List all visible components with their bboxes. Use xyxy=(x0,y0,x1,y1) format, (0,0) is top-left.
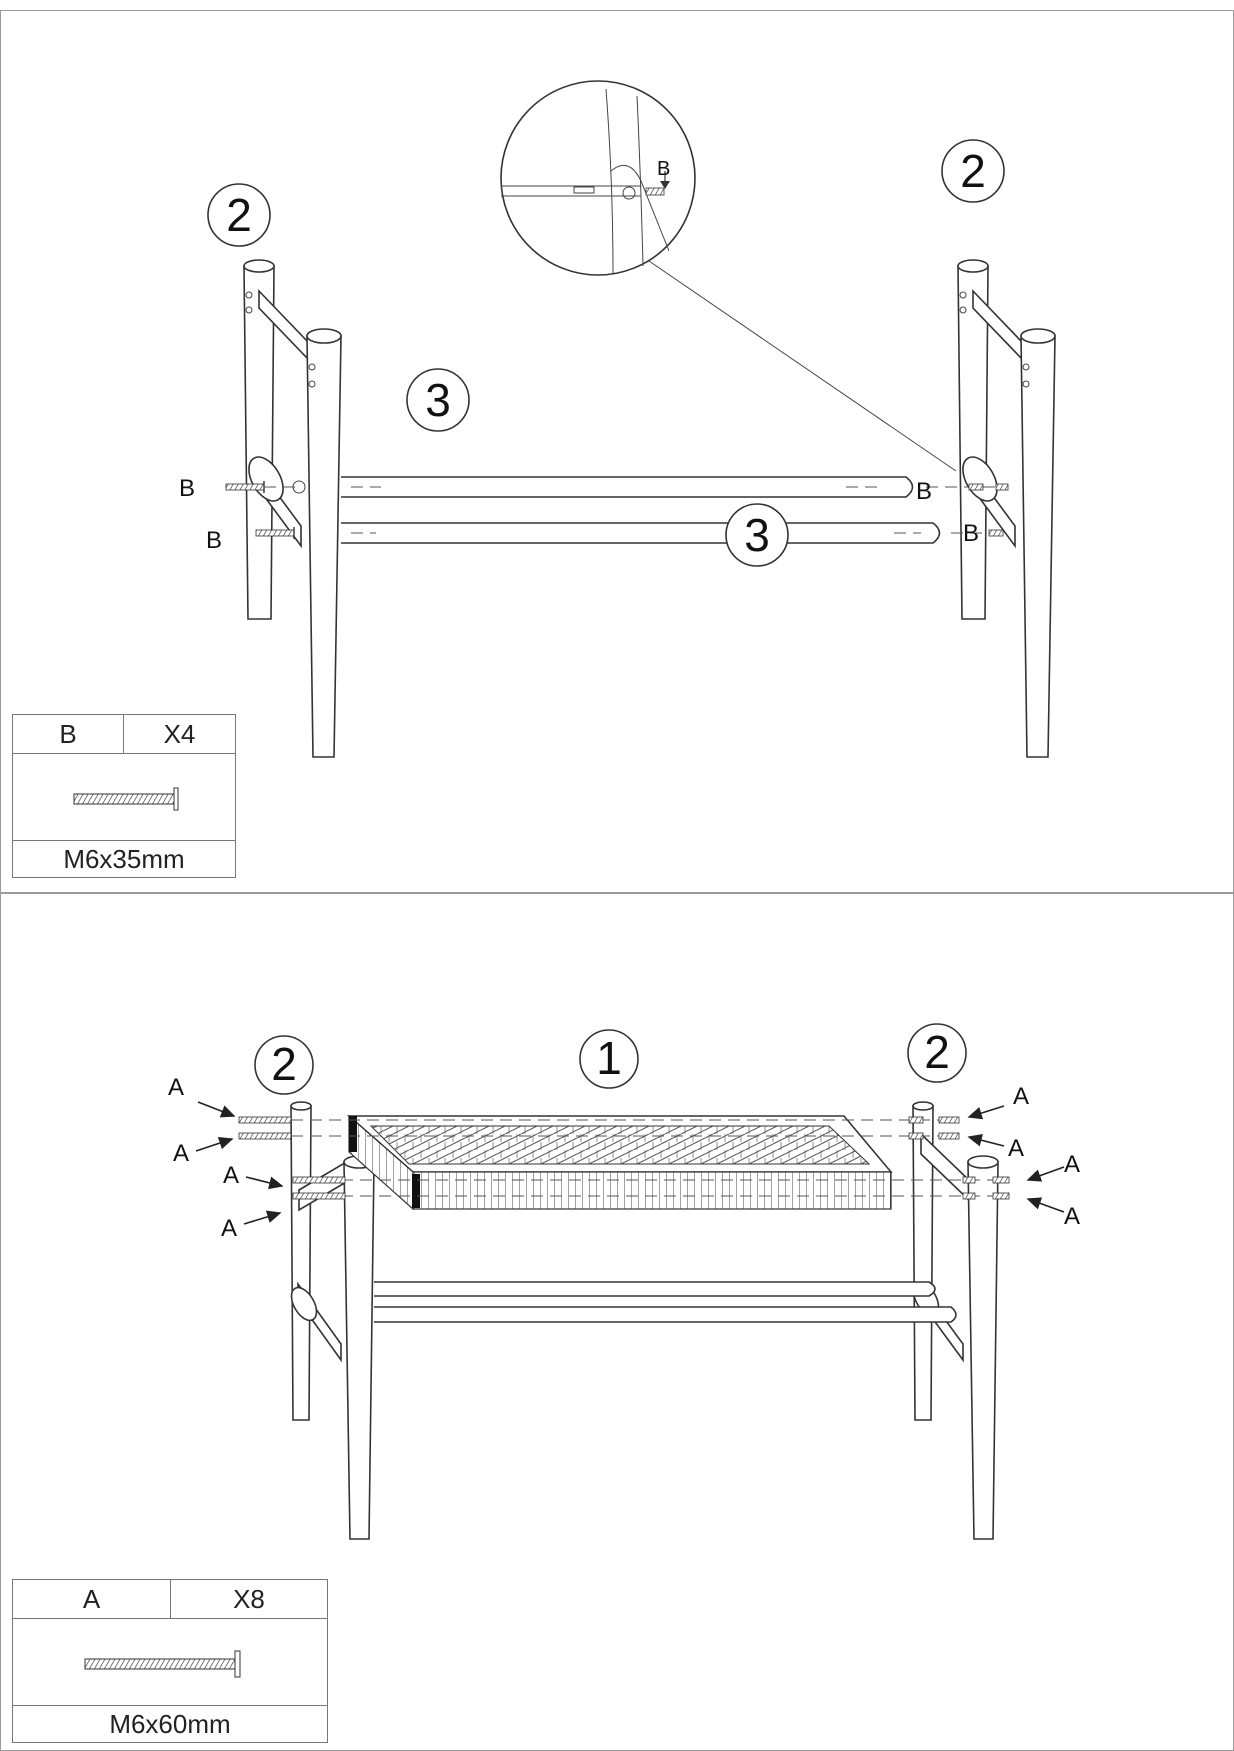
bolt-label-a-6: A xyxy=(1008,1135,1024,1162)
arrows-left xyxy=(195,1101,284,1225)
svg-text:2: 2 xyxy=(226,189,252,241)
svg-text:3: 3 xyxy=(425,374,451,426)
bolt-label-a-1: A xyxy=(168,1074,184,1101)
assembly-step-seat: A A A A A A A A 2 1 2 A X8 xyxy=(0,893,1234,1751)
rails-assembly-drawing: B xyxy=(179,80,1056,758)
right-side-frame xyxy=(912,1101,999,1540)
lower-stretcher-rail xyxy=(374,1306,957,1323)
bolt-label-right-upper: B xyxy=(916,478,932,505)
bolt-label-right-lower: B xyxy=(963,520,979,547)
upper-rail xyxy=(341,476,914,498)
detail-bolt-label: B xyxy=(657,158,670,180)
svg-text:1: 1 xyxy=(596,1032,622,1084)
left-side-frame xyxy=(290,1101,375,1540)
detail-zoom-circle: B xyxy=(500,80,957,472)
bolt-label-a-3: A xyxy=(223,1162,239,1189)
lower-rail xyxy=(341,522,941,544)
left-side-frame xyxy=(243,259,342,758)
hardware-legend-b: B X4 M6x35mm xyxy=(12,714,236,878)
svg-text:2: 2 xyxy=(960,145,986,197)
bolt-label-left-lower: B xyxy=(206,527,222,554)
callout-left-side: 2 xyxy=(207,183,271,247)
svg-text:2: 2 xyxy=(924,1026,950,1078)
callout-right-side: 2 xyxy=(941,139,1005,203)
woven-seat xyxy=(346,1114,893,1211)
arrows-right xyxy=(967,1105,1065,1213)
assembly-step-rails: B xyxy=(0,10,1234,893)
bolt-label-a-5: A xyxy=(1013,1083,1029,1110)
right-side-frame xyxy=(957,259,1056,758)
callout-lower-rail: 3 xyxy=(725,503,789,567)
callout-seat: 1 xyxy=(579,1029,639,1089)
legend-code: A xyxy=(82,1583,101,1614)
callout-right-side: 2 xyxy=(907,1023,967,1083)
bolt-left-upper xyxy=(225,480,306,494)
legend-quantity: X4 xyxy=(163,718,196,749)
bolts-left xyxy=(238,1116,346,1200)
hardware-legend-a: A X8 M6x60mm xyxy=(12,1579,328,1743)
legend-code: B xyxy=(59,718,77,749)
svg-text:3: 3 xyxy=(744,509,770,561)
bolt-right-upper xyxy=(926,483,1009,491)
bolt-label-a-8: A xyxy=(1064,1203,1080,1230)
callout-upper-rail: 3 xyxy=(406,368,470,432)
bolt-icon xyxy=(73,787,179,811)
bolt-icon xyxy=(84,1650,241,1678)
legend-size: M6x35mm xyxy=(63,843,185,874)
seat-assembly-drawing: A A A A A A A A 2 1 2 xyxy=(168,1023,1080,1540)
bolt-label-a-2: A xyxy=(173,1140,189,1167)
bolt-right-lower xyxy=(951,529,1004,537)
svg-text:2: 2 xyxy=(271,1038,297,1090)
bolt-label-a-7: A xyxy=(1064,1151,1080,1178)
bolt-label-left-upper: B xyxy=(179,475,195,502)
bolt-guides xyxy=(291,1119,1001,1197)
callout-left-side: 2 xyxy=(254,1035,314,1095)
legend-quantity: X8 xyxy=(233,1583,265,1614)
upper-stretcher-rail xyxy=(374,1281,936,1297)
bolt-label-a-4: A xyxy=(221,1215,237,1242)
bolt-left-lower xyxy=(255,527,295,539)
bolts-right xyxy=(908,1116,1010,1200)
legend-size: M6x60mm xyxy=(109,1708,231,1739)
